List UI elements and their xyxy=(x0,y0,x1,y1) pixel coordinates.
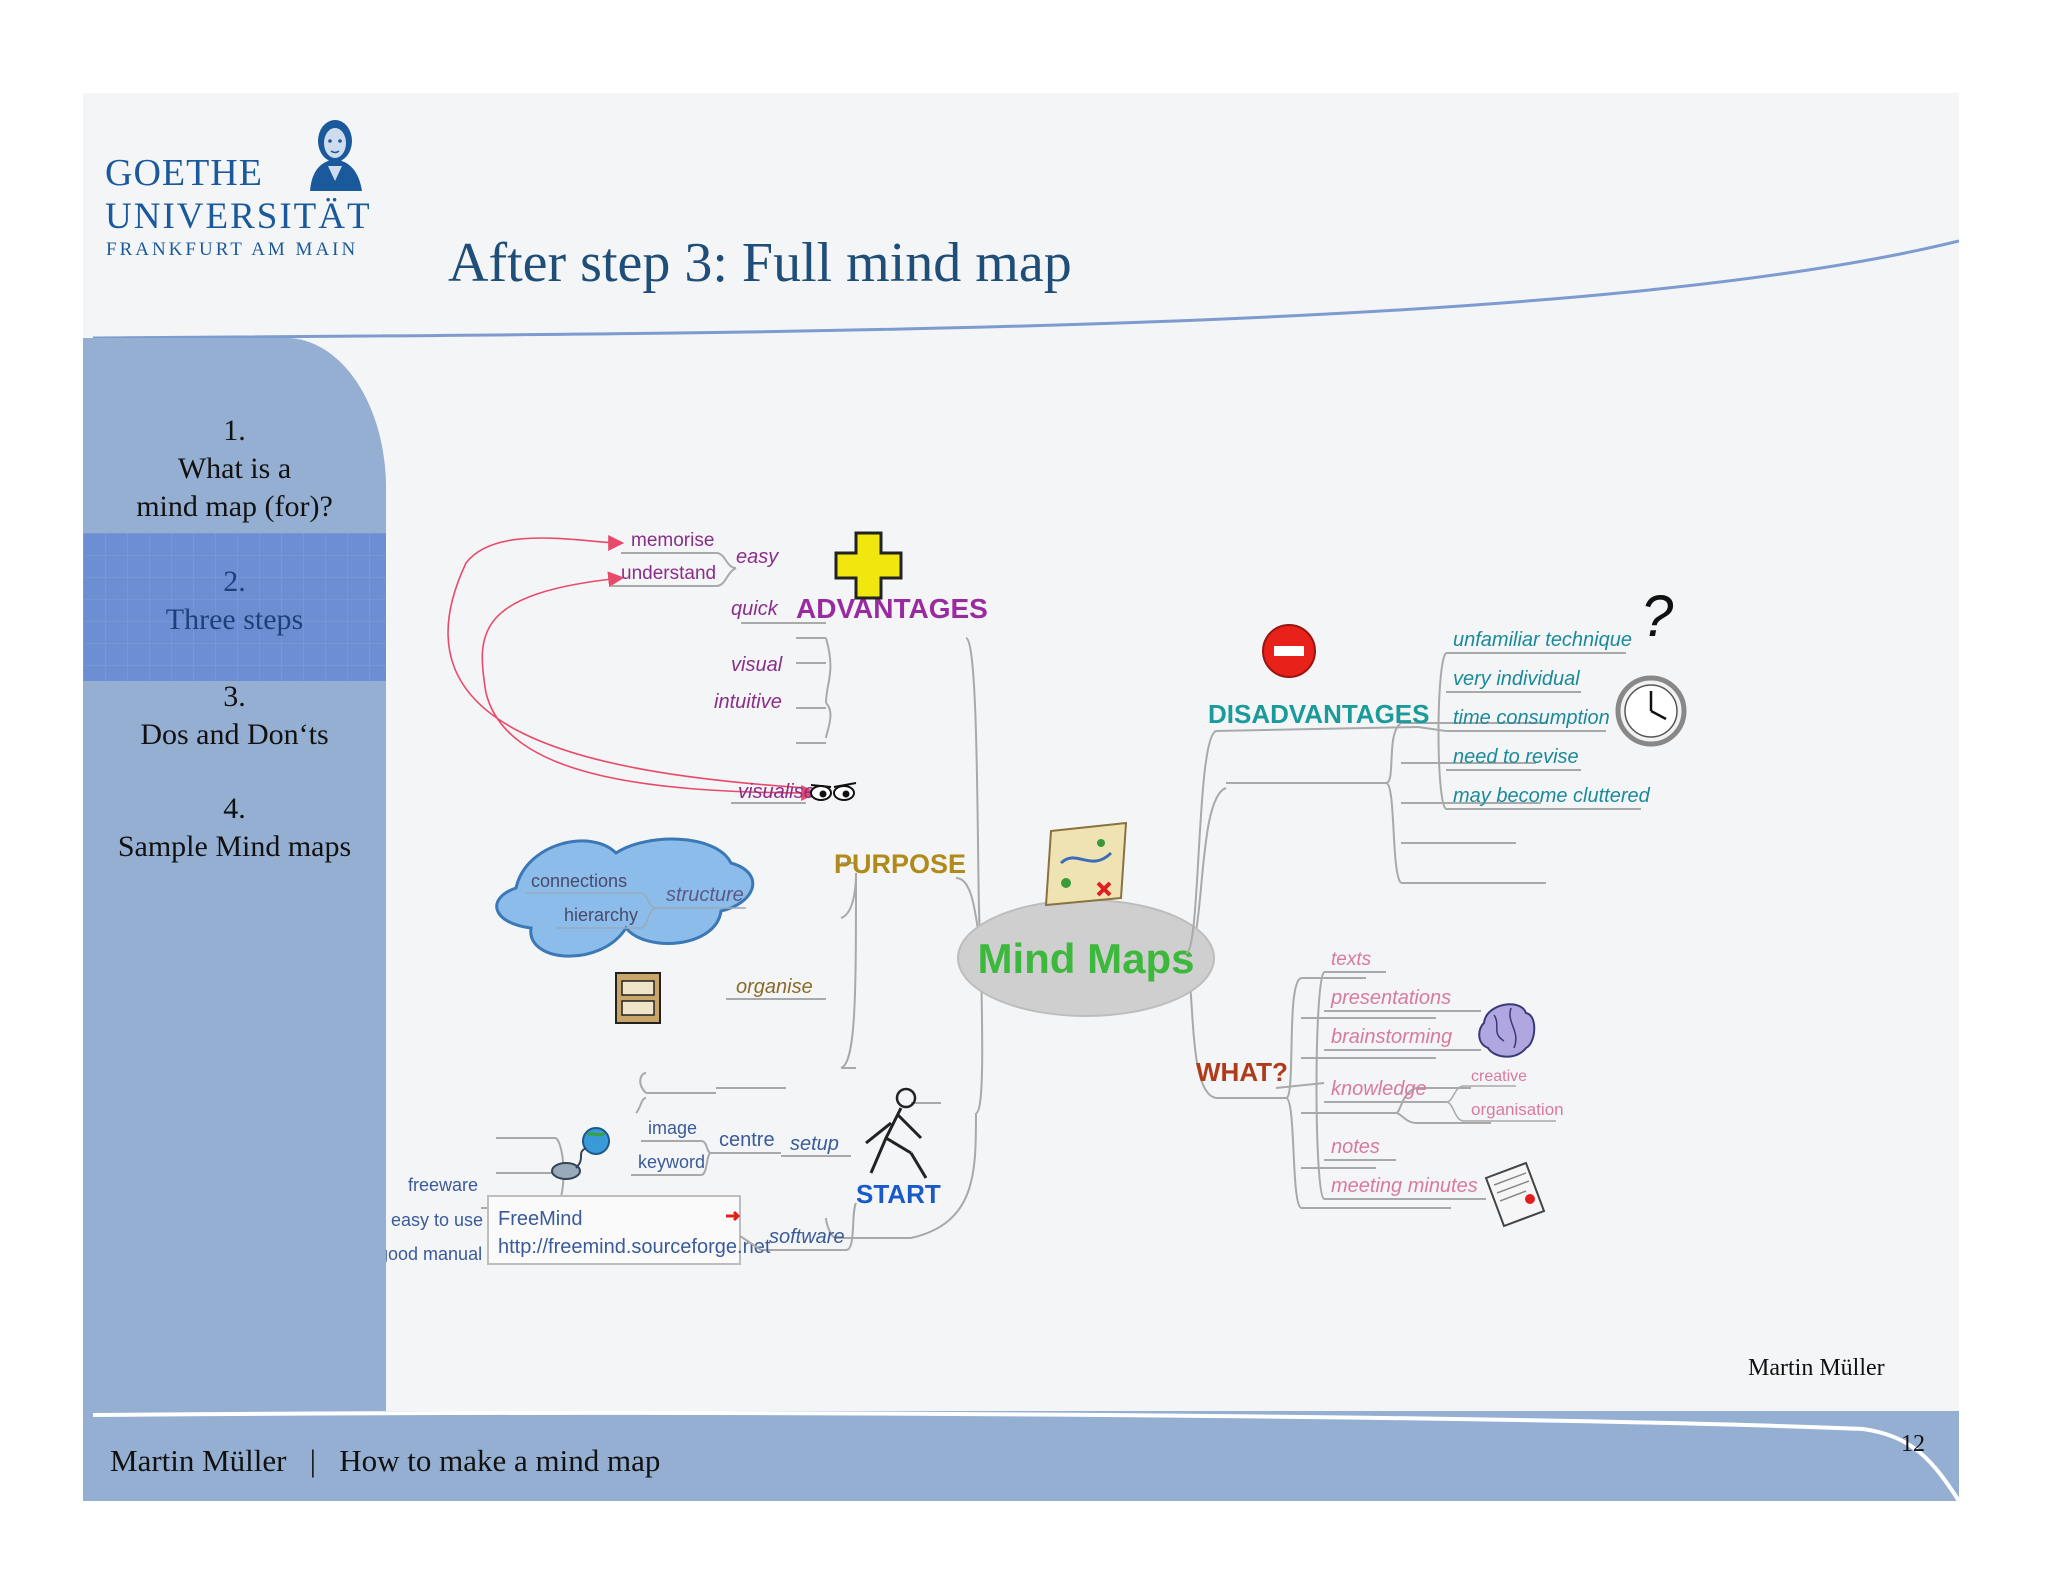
slide: GOETHE UNIVERSITÄT FRANKFURT AM MAIN Aft… xyxy=(83,93,1959,1501)
nav-number: 3. xyxy=(223,680,246,713)
start-label: START xyxy=(856,1179,941,1209)
what-label: WHAT? xyxy=(1196,1057,1288,1087)
what-organisation: organisation xyxy=(1471,1100,1564,1119)
logo-line-1: GOETHE xyxy=(105,152,263,194)
start-software: software xyxy=(769,1226,845,1248)
start-centre: centre xyxy=(719,1129,775,1151)
decorative-curves xyxy=(92,239,1959,340)
start-freemind: FreeMind xyxy=(498,1208,582,1230)
plus-icon xyxy=(834,531,903,600)
purpose-label: PURPOSE xyxy=(834,849,966,879)
mind-map-diagram: Mind Maps ADVANTAGES easy memorise under… xyxy=(386,530,1687,1265)
runner-icon xyxy=(865,1087,928,1179)
what-creative: creative xyxy=(1471,1068,1527,1085)
page-number: 12 xyxy=(1901,1431,1925,1457)
question-mark-icon: ? xyxy=(1641,584,1674,649)
nav-item-what-is[interactable]: 1. What is a mind map (for)? xyxy=(83,412,386,526)
advantages-label: ADVANTAGES xyxy=(796,593,988,624)
what-brainstorming: brainstorming xyxy=(1331,1026,1452,1048)
purpose-structure: structure xyxy=(666,884,744,906)
disadvantage-item: very individual xyxy=(1453,668,1580,690)
nav-number: 2. xyxy=(223,565,246,598)
nav-item-dos-donts[interactable]: 3. Dos and Don‘ts xyxy=(83,678,386,754)
sidebar-nav: 1. What is a mind map (for)? 2. Three st… xyxy=(83,338,386,1418)
treasure-map-icon xyxy=(1044,821,1128,907)
start-easy-to-use: easy to use xyxy=(391,1210,483,1230)
start-freeware: freeware xyxy=(408,1175,478,1195)
arrow-to-visualise xyxy=(485,692,818,801)
advantage-understand: understand xyxy=(621,563,716,584)
disadvantage-item: unfamiliar technique xyxy=(1453,629,1632,651)
purpose-organise: organise xyxy=(736,976,813,998)
what-presentations: presentations xyxy=(1330,987,1451,1009)
what-texts: texts xyxy=(1331,949,1372,970)
footer-text: Martin Müller | How to make a mind map xyxy=(110,1443,661,1478)
filing-cabinet-icon xyxy=(615,972,661,1024)
nav-number: 1. xyxy=(223,414,246,447)
logo-line-2: UNIVERSITÄT xyxy=(105,196,372,237)
goethe-portrait-icon xyxy=(310,120,362,191)
what-notes: notes xyxy=(1331,1136,1380,1158)
freemind-box xyxy=(487,1195,741,1265)
advantage-easy: easy xyxy=(736,546,779,568)
advantage-intuitive: intuitive xyxy=(714,691,782,713)
cloud-icon xyxy=(495,837,755,958)
purpose-visualise: visualise xyxy=(738,781,815,803)
nav-label: mind map (for)? xyxy=(136,490,333,523)
disadvantage-item: may become cluttered xyxy=(1453,785,1651,807)
nav-label: Three steps xyxy=(165,603,304,636)
arrow-to-understand xyxy=(481,571,625,694)
disadvantages-label: DISADVANTAGES xyxy=(1208,699,1430,729)
author-name: Martin Müller xyxy=(1748,1355,1885,1381)
start-setup: setup xyxy=(790,1133,839,1155)
disadvantage-item: need to revise xyxy=(1453,746,1579,768)
start-url[interactable]: http://freemind.sourceforge.net xyxy=(498,1236,771,1258)
advantage-visual: visual xyxy=(731,654,783,676)
nav-number: 4. xyxy=(223,792,246,825)
what-meeting-minutes: meeting minutes xyxy=(1331,1175,1478,1197)
nav-label: Dos and Don‘ts xyxy=(140,718,329,751)
arrow-visualise-to-memorise xyxy=(447,534,807,789)
clock-icon xyxy=(1615,675,1687,747)
minus-icon xyxy=(1262,624,1316,678)
document-icon xyxy=(1484,1161,1546,1228)
logo-line-3: FRANKFURT AM MAIN xyxy=(106,239,359,260)
nav-item-samples[interactable]: 4. Sample Mind maps xyxy=(83,790,386,866)
page-title: After step 3: Full mind map xyxy=(448,232,1072,294)
nav-item-three-steps[interactable]: 2. Three steps xyxy=(83,533,386,681)
advantage-memorise: memorise xyxy=(631,530,714,551)
center-label: Mind Maps xyxy=(978,935,1195,982)
start-image: image xyxy=(648,1118,697,1138)
disadvantage-item: time consumption xyxy=(1453,707,1610,729)
nav-label: What is a xyxy=(177,452,292,485)
start-keyword: keyword xyxy=(638,1152,705,1172)
footer-band xyxy=(83,1411,1959,1501)
start-good-manual: good manual xyxy=(386,1244,482,1264)
purpose-connections: connections xyxy=(531,871,627,891)
nav-label: Sample Mind maps xyxy=(117,830,352,863)
university-logo: GOETHE UNIVERSITÄT FRANKFURT AM MAIN xyxy=(105,111,370,261)
mouse-globe-icon xyxy=(551,1127,610,1180)
what-knowledge: knowledge xyxy=(1331,1078,1427,1100)
advantage-quick: quick xyxy=(731,598,779,620)
brain-icon xyxy=(1478,1003,1536,1058)
purpose-hierarchy: hierarchy xyxy=(564,905,638,925)
eyes-icon xyxy=(810,782,857,801)
link-arrow-icon xyxy=(726,1210,741,1222)
